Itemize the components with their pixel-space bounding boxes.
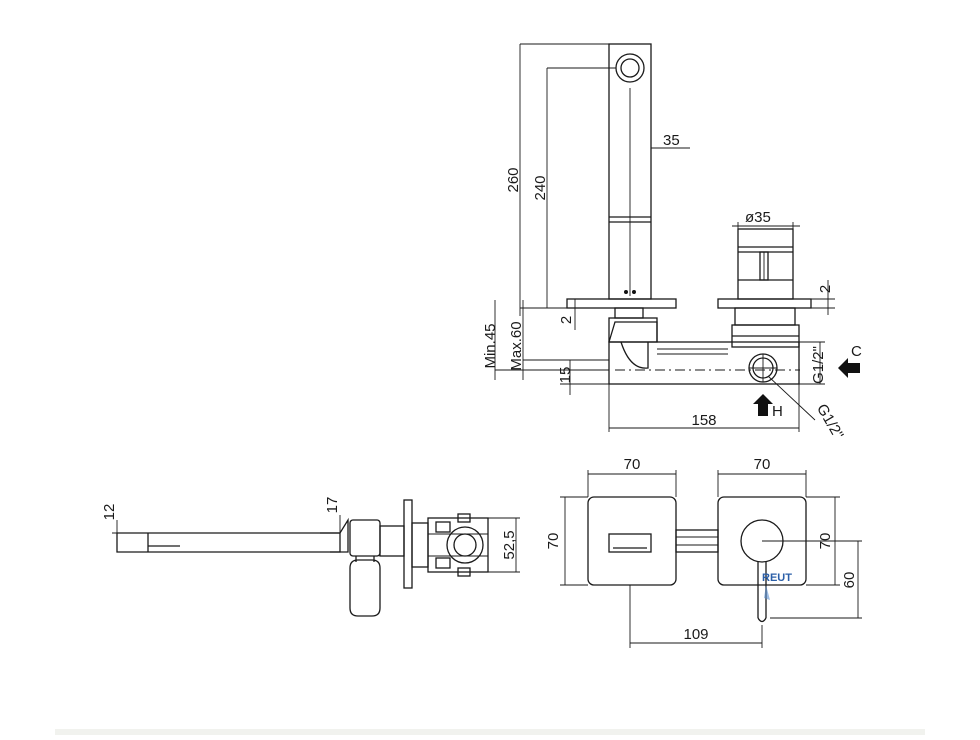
dim-g12-hot: G1/2" bbox=[813, 401, 847, 442]
side-handle bbox=[349, 559, 381, 617]
dim-h: H bbox=[772, 403, 783, 420]
reut-watermark: REUT bbox=[762, 572, 792, 584]
dim-17: 17 bbox=[324, 497, 341, 514]
mixer-wall-plate bbox=[717, 298, 812, 309]
dim-max60: Max.60 bbox=[508, 321, 525, 370]
side-body-circle bbox=[446, 526, 484, 564]
dim-15: 15 bbox=[557, 367, 574, 384]
hot-inlet-arrow bbox=[753, 394, 773, 416]
plan-spout-outlet bbox=[608, 533, 652, 553]
dim-52-5: 52,5 bbox=[501, 530, 518, 559]
plan-view bbox=[560, 470, 862, 648]
aerator-outer bbox=[615, 53, 645, 83]
side-wall-plate bbox=[403, 499, 413, 589]
dim-2-right: 2 bbox=[817, 285, 834, 293]
dim-dia35: ø35 bbox=[745, 209, 771, 226]
dim-c: C bbox=[851, 343, 862, 360]
dimension-labels: 260 240 35 ø35 2 2 Min.45 Max.60 15 G1/2… bbox=[101, 132, 862, 643]
spout-wall-plate bbox=[566, 298, 677, 309]
dim-70-left: 70 bbox=[545, 533, 562, 550]
dim-min45: Min.45 bbox=[482, 323, 499, 368]
plan-spout-plate bbox=[587, 496, 677, 586]
dim-12: 12 bbox=[101, 504, 118, 521]
dim-70-right: 70 bbox=[817, 533, 834, 550]
mixer-handle bbox=[737, 228, 794, 300]
side-view bbox=[112, 499, 520, 617]
dim-60: 60 bbox=[841, 572, 858, 589]
side-spout bbox=[116, 532, 341, 553]
dim-260: 260 bbox=[505, 167, 522, 192]
dim-g12-cold: G1/2" bbox=[810, 346, 827, 384]
side-escutcheon bbox=[349, 519, 381, 557]
dim-70-top-left: 70 bbox=[624, 456, 641, 473]
dim-158: 158 bbox=[691, 412, 716, 429]
concealed-body bbox=[608, 341, 800, 385]
dim-35: 35 bbox=[663, 132, 680, 149]
footer-divider bbox=[55, 729, 925, 735]
front-view bbox=[494, 43, 860, 432]
aerator-inner bbox=[620, 58, 640, 78]
cold-inlet-arrow bbox=[838, 358, 860, 378]
dim-240: 240 bbox=[532, 175, 549, 200]
dim-109: 109 bbox=[683, 626, 708, 643]
dim-70-top-right: 70 bbox=[754, 456, 771, 473]
dim-2-left: 2 bbox=[558, 316, 575, 324]
